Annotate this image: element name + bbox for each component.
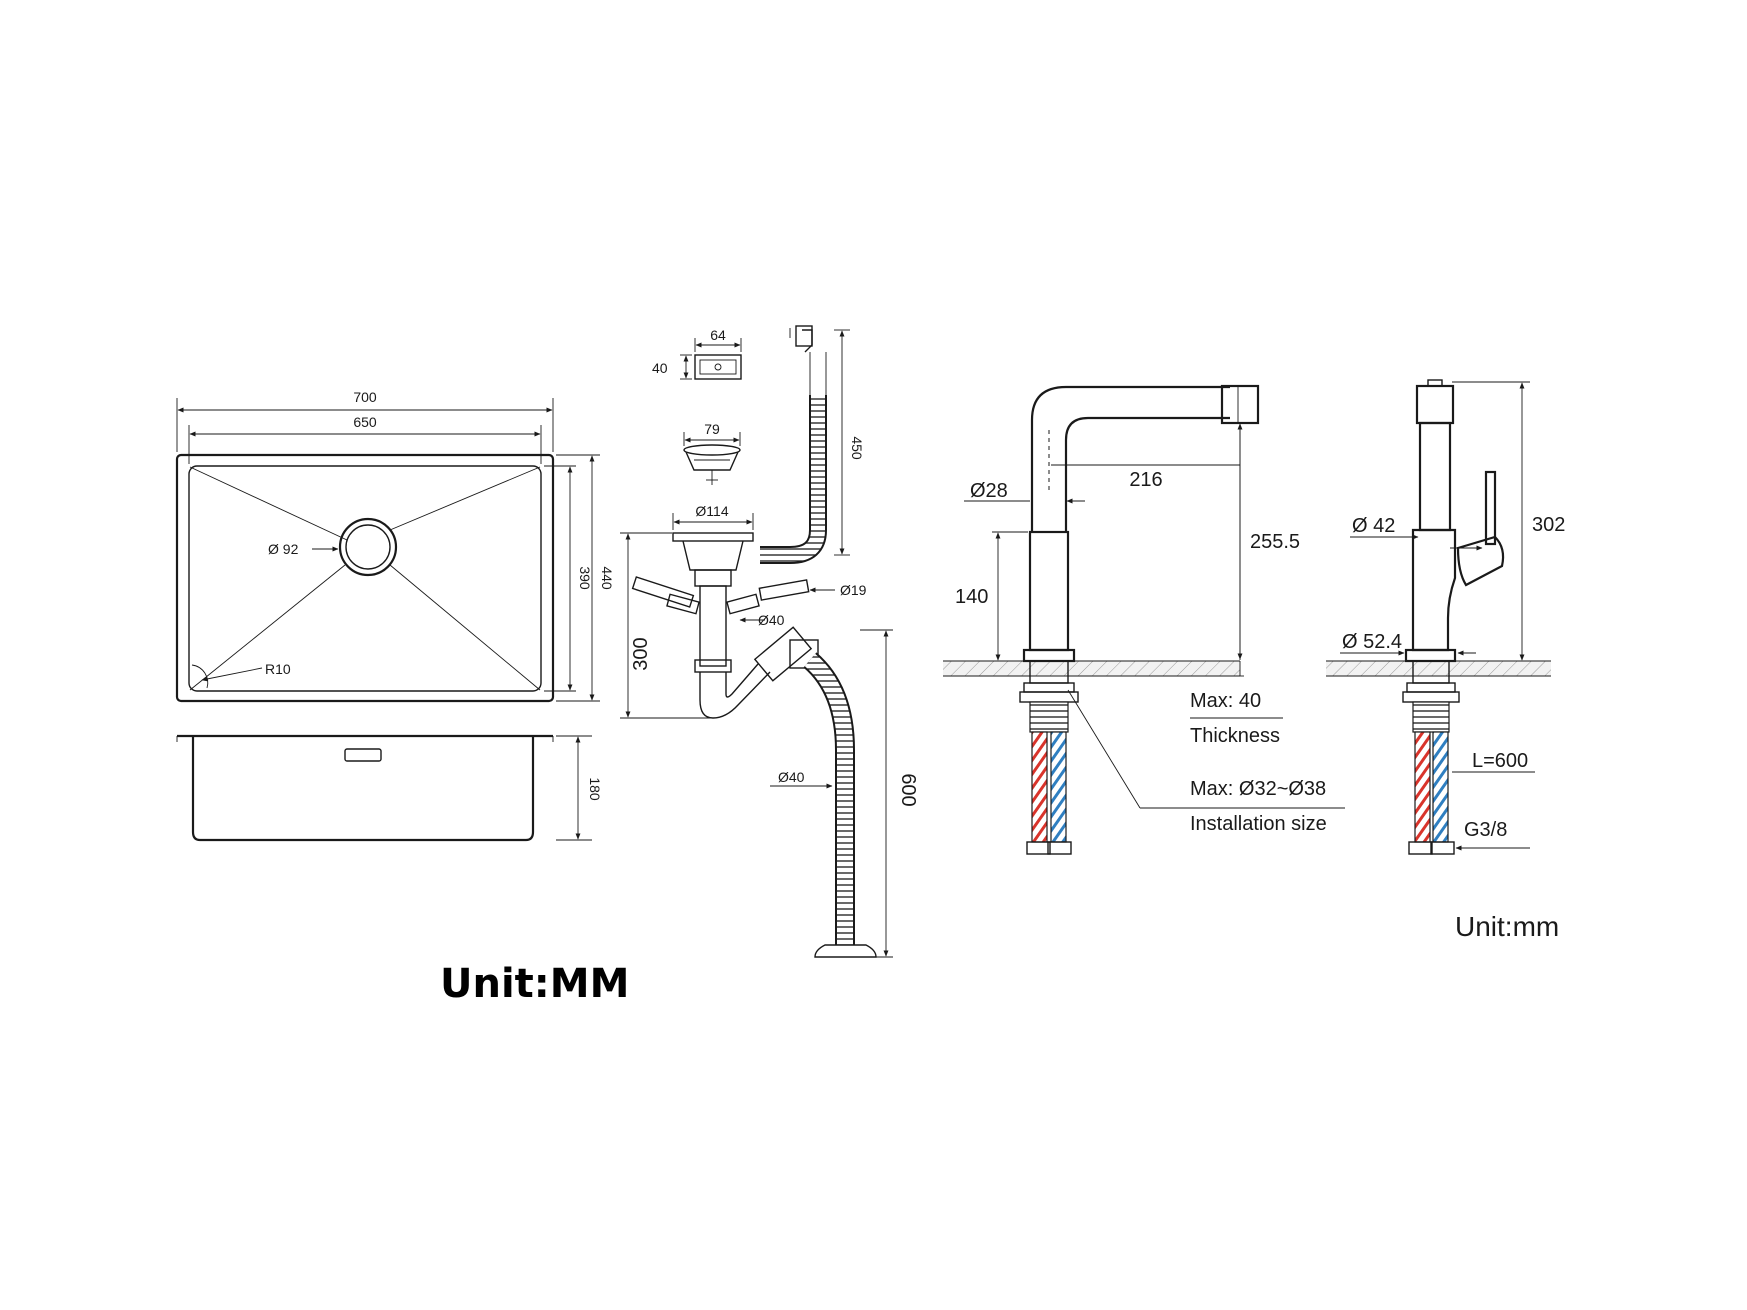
faucet-total-height: 302 — [1532, 514, 1565, 536]
flange-diameter: Ø114 — [695, 503, 728, 519]
faucet-unit-label: Unit:mm — [1455, 911, 1559, 942]
sink-outer-rim — [175, 453, 555, 703]
sink-bowl-height: 180 — [587, 777, 603, 801]
cold-water-hose — [1050, 731, 1067, 843]
drain-diameter-label: Ø 92 — [268, 541, 299, 557]
base-diameter: Ø 52.4 — [1342, 631, 1402, 653]
sink-inner-bowl — [188, 465, 542, 692]
drain-height: 300 — [630, 637, 652, 670]
neck-diameter: Ø28 — [970, 480, 1008, 502]
sink-side-view: 180 — [176, 734, 603, 842]
sink-top-view: Ø 92 R10 700 650 390 440 — [175, 389, 615, 703]
hot-water-hose — [1031, 731, 1048, 843]
spout-reach: 216 — [1129, 469, 1162, 491]
thickness-label: Thickness — [1190, 725, 1280, 747]
installation-hole-size: Max: Ø32~Ø38 — [1190, 778, 1326, 800]
drain-kit: 64 40 79 450 Ø114 — [620, 325, 919, 958]
hose-length: 450 — [849, 436, 865, 460]
overflow-height: 40 — [652, 360, 668, 376]
installation-size-label: Installation size — [1190, 813, 1327, 835]
overflow-width: 64 — [710, 327, 726, 343]
sink-inner-width: 650 — [353, 414, 377, 430]
thread-size: G3/8 — [1464, 819, 1507, 841]
max-thickness: Max: 40 — [1190, 690, 1261, 712]
sink-outer-width: 700 — [353, 389, 377, 405]
faucet-front-view: 302 Ø 42 Ø 52.4 L=600 G3/8 — [1326, 379, 1565, 855]
supply-hose-length: L=600 — [1472, 750, 1528, 772]
side-inlet-diameter: Ø19 — [840, 582, 867, 598]
pipe-diameter: Ø40 — [758, 612, 785, 628]
outlet-pipe-diameter: Ø40 — [778, 769, 805, 785]
corner-radius-label: R10 — [265, 661, 291, 677]
outlet-length: 600 — [897, 773, 919, 806]
drain-hole — [338, 517, 398, 577]
overflow-cover — [694, 354, 742, 380]
sink-outer-depth: 440 — [599, 566, 615, 590]
spout-height: 255.5 — [1250, 531, 1300, 553]
body-diameter: Ø 42 — [1352, 515, 1395, 537]
faucet-side-view: Ø28 216 255.5 140 Max: 40 Thickness Max:… — [943, 384, 1345, 855]
strainer-width: 79 — [704, 421, 720, 437]
sink-unit-label: Unit:MM — [440, 961, 629, 1007]
sink-inner-depth: 390 — [577, 566, 593, 590]
base-height: 140 — [955, 586, 988, 608]
